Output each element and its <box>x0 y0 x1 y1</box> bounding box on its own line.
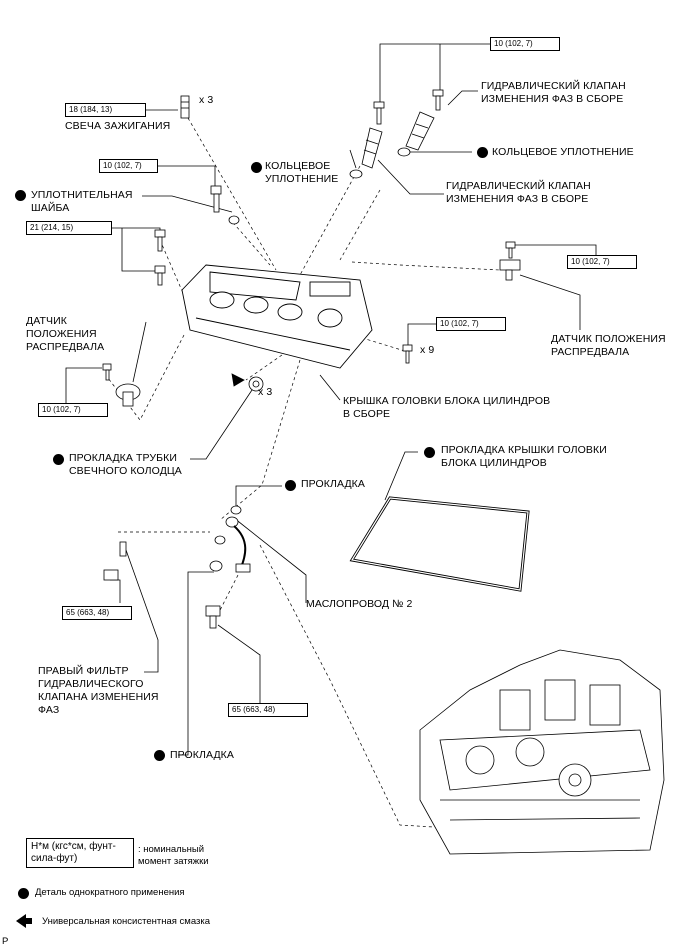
label-seal-washer: УПЛОТНИТЕЛЬНАЯ ШАЙБА <box>31 189 133 214</box>
label-oil-pipe: МАСЛОПРОВОД № 2 <box>306 598 413 610</box>
legend-non-reusable-icon <box>18 888 29 899</box>
leader-ocv-2 <box>377 159 444 195</box>
label-x3-spark: x 3 <box>199 94 214 106</box>
ocv-valve-shapes <box>349 111 435 179</box>
leader-seal-washer <box>142 195 233 213</box>
washer-bolt-shape <box>210 185 240 225</box>
legend-grease-text: Универсальная консистентная смазка <box>42 916 211 927</box>
grease-arrow-icon <box>16 914 26 928</box>
ocv-bolts <box>373 89 444 125</box>
label-spark-plug: СВЕЧА ЗАЖИГАНИЯ <box>65 120 171 132</box>
leader-top-torque <box>379 43 490 102</box>
non-reusable-icon <box>285 480 296 491</box>
torque-cover-stud: 10 (102, 7) <box>436 317 506 331</box>
corner-mark: P <box>2 936 9 947</box>
legend-units-desc: : номинальный момент затяжки <box>138 844 209 867</box>
label-cam-sensor-right: ДАТЧИК ПОЛОЖЕНИЯ РАСПРЕДВАЛА <box>551 333 666 358</box>
torque-cam-sensor-right: 10 (102, 7) <box>567 255 637 269</box>
label-gasket-bottom: ПРОКЛАДКА <box>170 749 234 761</box>
leader-cover-bolt <box>108 227 161 238</box>
leader-union-left <box>110 579 121 603</box>
non-reusable-icon <box>424 447 435 458</box>
leader-gasket-top <box>235 485 282 507</box>
legend-units-box: Н*м (кгс*см, фунт- сила-фут) <box>26 838 134 868</box>
leader-cam-left <box>65 367 102 407</box>
leader-cover-stud <box>407 323 436 345</box>
tube-gasket-shape <box>231 373 264 392</box>
non-reusable-icon <box>251 162 262 173</box>
label-o-ring-right: КОЛЬЦЕВОЕ УПЛОТНЕНИЕ <box>492 146 634 158</box>
leader-gasket-bottom <box>178 571 214 756</box>
cover-stud-shape <box>402 344 413 364</box>
leader-oil-pipe <box>233 517 307 603</box>
label-cover-gasket: ПРОКЛАДКА КРЫШКИ ГОЛОВКИ БЛОКА ЦИЛИНДРОВ <box>441 444 607 469</box>
union-bolts-shape <box>103 541 221 629</box>
label-ocv-filter: ПРАВЫЙ ФИЛЬТР ГИДРАВЛИЧЕСКОГО КЛАПАНА ИЗ… <box>38 665 159 716</box>
non-reusable-icon <box>154 750 165 761</box>
torque-washer-bolt: 10 (102, 7) <box>99 159 158 173</box>
label-head-cover: КРЫШКА ГОЛОВКИ БЛОКА ЦИЛИНДРОВ В СБОРЕ <box>343 395 551 420</box>
label-tube-gasket: ПРОКЛАДКА ТРУБКИ СВЕЧНОГО КОЛОДЦА <box>69 452 182 477</box>
leader-ocv-filter <box>125 549 159 673</box>
engine-sketch <box>419 649 665 855</box>
torque-cam-sensor-left: 10 (102, 7) <box>38 403 108 417</box>
non-reusable-icon <box>477 147 488 158</box>
non-reusable-icon <box>15 190 26 201</box>
leader-union-bottom <box>217 624 261 703</box>
torque-top: 10 (102, 7) <box>490 37 560 51</box>
label-gasket-top: ПРОКЛАДКА <box>301 478 365 490</box>
torque-union-bolt-bottom: 65 (663, 48) <box>228 703 308 717</box>
cover-bolts-shape <box>154 229 166 286</box>
leader-ocv-1 <box>447 90 478 106</box>
label-x3-tube: x 3 <box>258 386 273 398</box>
leader-washer-bolt <box>150 165 216 186</box>
label-o-ring-left: КОЛЬЦЕВОЕ УПЛОТНЕНИЕ <box>265 160 339 185</box>
torque-cover-bolt: 21 (214, 15) <box>26 221 112 235</box>
head-cover-shape <box>181 264 373 369</box>
leader-cover-gasket <box>384 451 418 501</box>
label-cam-sensor-left: ДАТЧИК ПОЛОЖЕНИЯ РАСПРЕДВАЛА <box>26 315 105 353</box>
spark-plug-shape <box>180 95 190 119</box>
label-ocv-assy-2: ГИДРАВЛИЧЕСКИЙ КЛАПАН ИЗМЕНЕНИЯ ФАЗ В СБ… <box>446 180 591 205</box>
leader-tube-gasket <box>190 389 253 460</box>
legend-non-reusable-text: Деталь однократного применения <box>35 887 185 898</box>
cam-sensor-left-shape <box>102 363 141 407</box>
cam-sensor-right-shape <box>499 241 521 281</box>
label-x9: x 9 <box>420 344 435 356</box>
torque-spark-plug: 18 (184, 13) <box>65 103 146 117</box>
non-reusable-icon <box>53 454 64 465</box>
oil-pipe-shape <box>209 505 251 573</box>
torque-union-bolt-left: 65 (663, 48) <box>62 606 132 620</box>
label-ocv-assy-1: ГИДРАВЛИЧЕСКИЙ КЛАПАН ИЗМЕНЕНИЯ ФАЗ В СБ… <box>481 80 626 105</box>
leader-head-cover <box>319 374 341 401</box>
